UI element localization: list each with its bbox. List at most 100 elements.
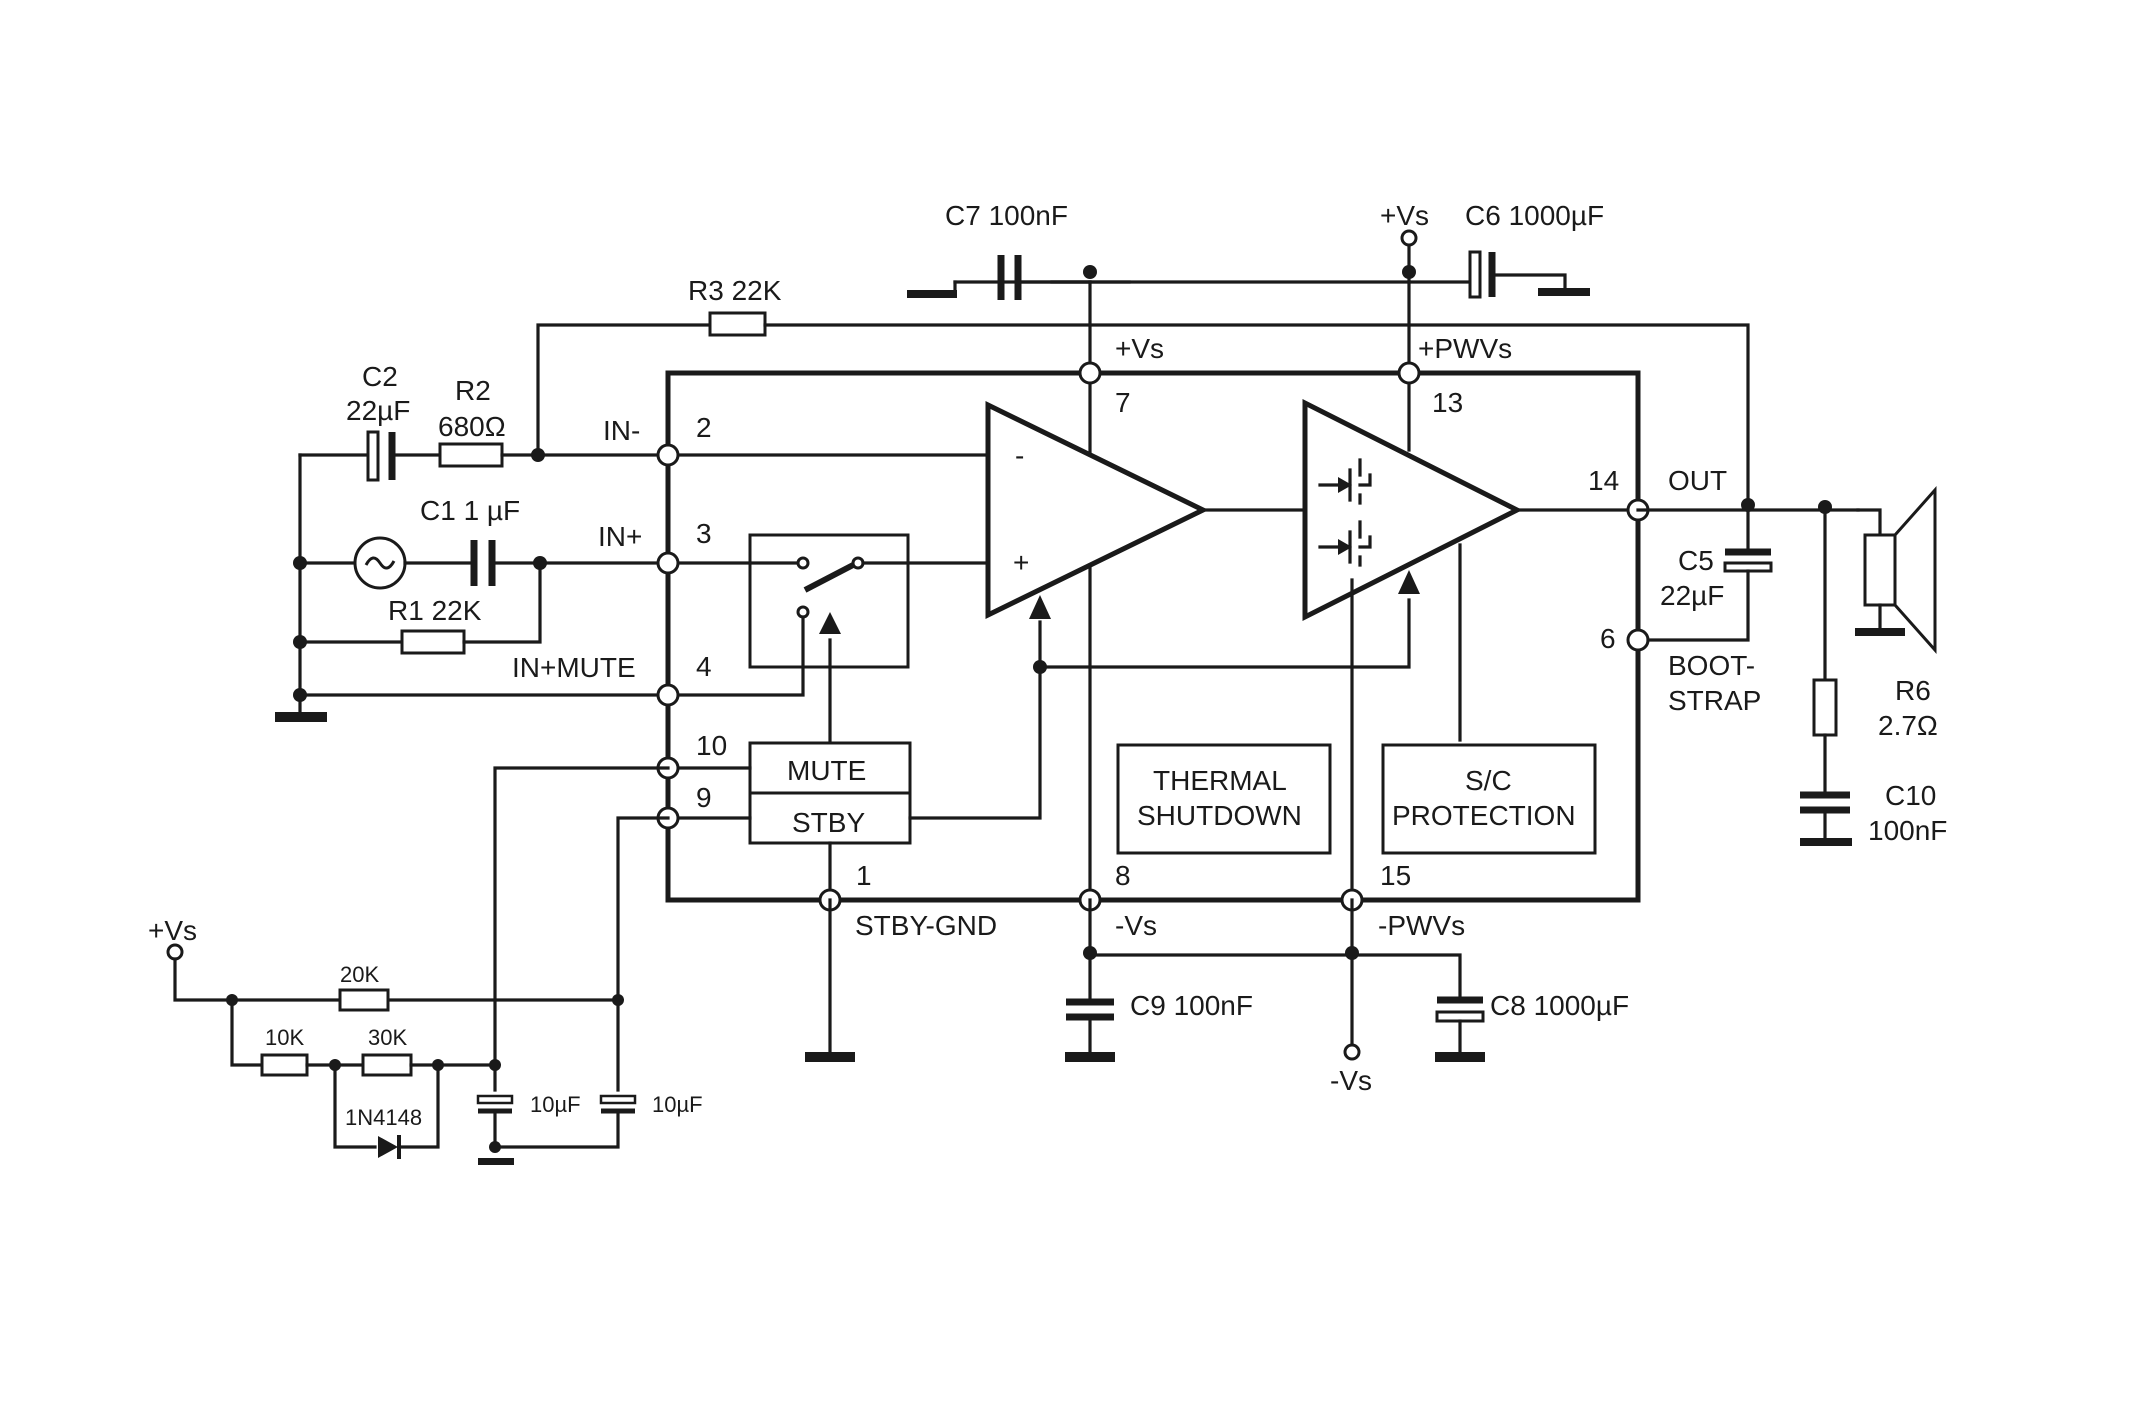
label-r20k: 20K xyxy=(340,962,379,987)
label-c7: C7 100nF xyxy=(945,200,1068,231)
ic-pins: 2 3 4 10 9 7 13 14 6 1 8 15 +Vs +PWVs xyxy=(656,333,1650,912)
label-vs-minus: -Vs xyxy=(1115,910,1157,941)
label-c10-val: 100nF xyxy=(1868,815,1947,846)
pin-4 xyxy=(656,683,680,707)
label-diode: 1N4148 xyxy=(345,1105,422,1130)
label-sc-1: S/C xyxy=(1465,765,1512,796)
label-vs-left: +Vs xyxy=(148,915,197,946)
r1-resistor xyxy=(400,629,466,655)
pin-num-13: 13 xyxy=(1432,387,1463,418)
label-out: OUT xyxy=(1668,465,1727,496)
r6-resistor xyxy=(1812,678,1838,737)
label-bootstrap-2: STRAP xyxy=(1668,685,1761,716)
label-c1: C1 1 µF xyxy=(420,495,520,526)
pin-7 xyxy=(1078,361,1102,385)
label-vs-minus-bottom: -Vs xyxy=(1330,1065,1372,1096)
pin-num-7: 7 xyxy=(1115,387,1131,418)
mosfet-icon xyxy=(1318,458,1372,567)
label-vs-pin7: +Vs xyxy=(1115,333,1164,364)
label-thermal-2: SHUTDOWN xyxy=(1137,800,1302,831)
c6-ground-icon xyxy=(1538,288,1590,296)
input-ground-icon xyxy=(275,712,327,722)
c9-ground-icon xyxy=(1065,1052,1115,1062)
label-pwvs-minus: -PWVs xyxy=(1378,910,1465,941)
vs-left-terminal xyxy=(166,943,184,961)
label-opamp-minus: - xyxy=(1015,440,1024,471)
label-c8: C8 1000µF xyxy=(1490,990,1629,1021)
label-r10k: 10K xyxy=(265,1025,304,1050)
pin-num-1: 1 xyxy=(856,860,872,891)
c7-ground-icon xyxy=(907,290,957,298)
feedback-r3: R3 22K xyxy=(536,275,1750,507)
junction-mute-cap xyxy=(489,1059,501,1071)
diode-icon xyxy=(378,1136,398,1158)
label-r6-val: 2.7Ω xyxy=(1878,710,1938,741)
label-cap10a: 10µF xyxy=(530,1092,581,1117)
pin-num-2: 2 xyxy=(696,412,712,443)
label-in-minus: IN- xyxy=(603,415,640,446)
sc-protection-box xyxy=(1381,743,1597,855)
label-c9: C9 100nF xyxy=(1130,990,1253,1021)
pin-num-6: 6 xyxy=(1600,623,1616,654)
label-thermal-1: THERMAL xyxy=(1153,765,1287,796)
pin-num-9: 9 xyxy=(696,782,712,813)
label-r3: R3 22K xyxy=(688,275,782,306)
stby-ground-icon xyxy=(805,1052,855,1062)
label-bootstrap-1: BOOT- xyxy=(1668,650,1755,681)
label-vs-top: +Vs xyxy=(1380,200,1429,231)
vs-minus-terminal xyxy=(1343,1043,1361,1061)
label-sc-2: PROTECTION xyxy=(1392,800,1576,831)
junction-in-minus xyxy=(531,448,545,462)
pin-num-10: 10 xyxy=(696,730,727,761)
label-stby-gnd: STBY-GND xyxy=(855,910,997,941)
junction-cap-gnd xyxy=(489,1141,501,1153)
junction-r1-left xyxy=(293,635,307,649)
label-r1: R1 22K xyxy=(388,595,482,626)
speaker-icon xyxy=(1855,486,1937,654)
label-cap10b: 10µF xyxy=(652,1092,703,1117)
power-amp-triangle xyxy=(1302,398,1523,622)
bottom-supply-section: STBY-GND -Vs -PWVs C9 100nF C8 1000µF -V… xyxy=(805,898,1629,1096)
pin-num-15: 15 xyxy=(1380,860,1411,891)
label-in-plus-mute: IN+MUTE xyxy=(512,652,636,683)
label-in-plus: IN+ xyxy=(598,521,642,552)
label-opamp-plus: + xyxy=(1013,547,1029,578)
junction-c8 xyxy=(1345,946,1359,960)
mute-block xyxy=(748,741,912,795)
junction-c9 xyxy=(1083,946,1097,960)
pin-2 xyxy=(656,443,680,467)
pin-3 xyxy=(656,551,680,575)
input-network: C2 22µF R2 680Ω C1 1 µF R1 22K IN- IN+ I… xyxy=(275,361,670,722)
pin-num-4: 4 xyxy=(696,651,712,682)
r10k-resistor xyxy=(260,1053,309,1077)
label-c2-val: 22µF xyxy=(346,395,410,426)
pin-num-8: 8 xyxy=(1115,860,1131,891)
label-r2-name: R2 xyxy=(455,375,491,406)
junction-source-left xyxy=(293,556,307,570)
junction-20k-right xyxy=(612,994,624,1006)
timing-ground-icon xyxy=(478,1158,514,1165)
pin-6 xyxy=(1626,628,1650,652)
label-c5-val: 22µF xyxy=(1660,580,1724,611)
label-c5-name: C5 xyxy=(1678,545,1714,576)
top-supply-section: C7 100nF +Vs C6 1000µF xyxy=(907,200,1604,375)
pin-num-14: 14 xyxy=(1588,465,1619,496)
junction-c7 xyxy=(1083,265,1097,279)
c8-ground-icon xyxy=(1435,1052,1485,1062)
ic-internals: - + MUTE STBY xyxy=(666,371,1640,902)
output-section: OUT C5 22µF BOOT- STRAP R6 2.7Ω C10 100n… xyxy=(1636,465,1947,846)
pin-num-3: 3 xyxy=(696,518,712,549)
label-r30k: 30K xyxy=(368,1025,407,1050)
zobel-ground-icon xyxy=(1800,838,1852,846)
r20k-resistor xyxy=(338,988,390,1012)
r2-resistor xyxy=(438,442,504,468)
mute-standby-network: +Vs 20K 10K 30K 1N4148 10µF 10µF xyxy=(148,766,703,1165)
label-c2-name: C2 xyxy=(362,361,398,392)
label-r6-name: R6 xyxy=(1895,675,1931,706)
label-pwvs-pin13: +PWVs xyxy=(1418,333,1512,364)
vs-top-terminal xyxy=(1400,229,1418,247)
label-stby: STBY xyxy=(792,807,865,838)
preamp-triangle xyxy=(985,400,1209,620)
pin-13 xyxy=(1397,361,1421,385)
